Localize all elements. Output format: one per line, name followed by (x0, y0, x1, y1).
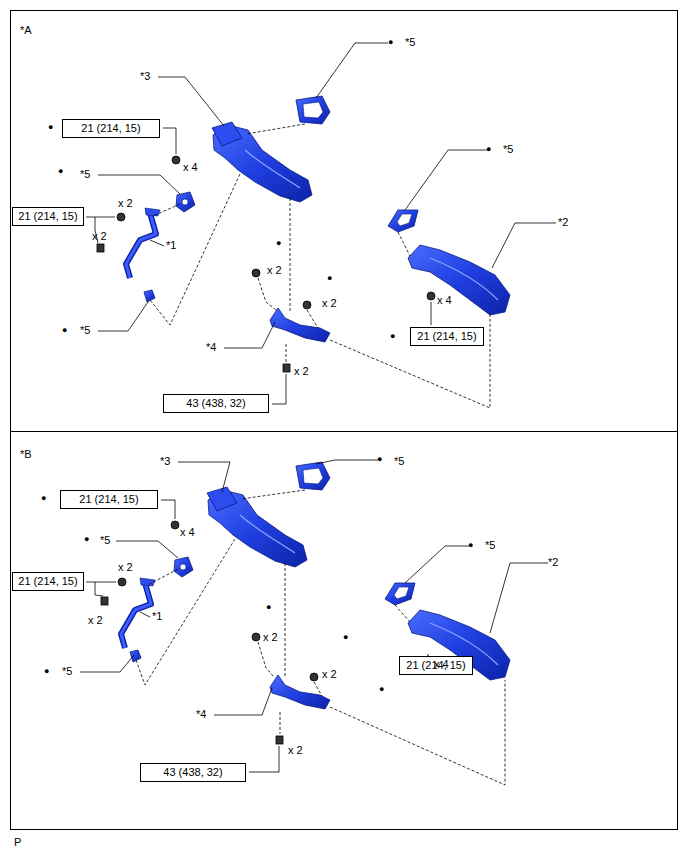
torque-value: 21 (214, 15) (18, 575, 77, 587)
callout-label: x 2 (267, 264, 282, 277)
callout-label: x 2 (263, 631, 278, 644)
torque-spec-box: 21 (214, 15) (410, 327, 484, 346)
callout-label: x 2 (88, 614, 103, 627)
torque-value: 21 (214, 15) (81, 122, 140, 134)
callout-label: *1 (166, 239, 176, 252)
callout-label: *5 (80, 324, 90, 337)
callout-label: *3 (160, 455, 170, 468)
new-part-mark: ● (41, 492, 46, 505)
new-part-mark: ● (388, 36, 393, 49)
callout-label: x 4 (183, 161, 198, 174)
new-part-mark: ● (48, 121, 53, 134)
callout-label: x 2 (294, 365, 309, 378)
callout-label: *5 (80, 168, 90, 181)
torque-value: 21 (214, 15) (79, 493, 138, 505)
callout-label: *5 (62, 665, 72, 678)
callout-label: *4 (206, 341, 216, 354)
torque-value: 21 (214, 15) (18, 210, 77, 222)
new-part-mark: ● (84, 533, 89, 546)
torque-spec-box: 21 (214, 15) (12, 572, 84, 591)
callout-label: *5 (503, 143, 513, 156)
new-part-mark: ● (379, 683, 384, 696)
torque-spec-box: 21 (214, 15) (60, 490, 158, 509)
callout-label: *4 (196, 708, 206, 721)
torque-spec-box: 21 (214, 15) (12, 207, 84, 226)
torque-spec-box: 43 (438, 32) (140, 763, 246, 782)
callout-label: P (14, 836, 21, 849)
torque-spec-box: 21 (214, 15) (62, 119, 160, 138)
new-part-mark: ● (58, 165, 63, 178)
callout-label: x 2 (288, 744, 303, 757)
callout-label: x 4 (434, 658, 449, 671)
new-part-mark: ● (377, 453, 382, 466)
callout-label: *2 (558, 216, 568, 229)
callout-label: *2 (548, 556, 558, 569)
callout-label: *A (20, 24, 32, 37)
new-part-mark: ● (44, 665, 49, 678)
torque-spec-box: 43 (438, 32) (163, 394, 269, 413)
callout-label: x 2 (322, 297, 337, 310)
torque-value: 43 (438, 32) (186, 397, 245, 409)
callout-label: x 2 (118, 197, 133, 210)
callout-label: x 2 (322, 668, 337, 681)
callout-label: x 2 (118, 561, 133, 574)
new-part-mark: ● (343, 631, 348, 644)
callout-label: x 4 (180, 526, 195, 539)
new-part-mark: ● (486, 143, 491, 156)
new-part-mark: ● (327, 272, 332, 285)
callout-label: *5 (485, 539, 495, 552)
new-part-mark: ● (266, 601, 271, 614)
torque-value: 21 (214, 15) (417, 330, 476, 342)
new-part-mark: ● (390, 330, 395, 343)
torque-value: 43 (438, 32) (163, 766, 222, 778)
callout-label: x 4 (437, 294, 452, 307)
callout-label: *5 (405, 36, 415, 49)
callout-label: *3 (140, 70, 150, 83)
new-part-mark: ● (62, 324, 67, 337)
callout-label: *1 (152, 610, 162, 623)
callout-label: *5 (100, 534, 110, 547)
new-part-mark: ● (468, 539, 473, 552)
callout-label: *5 (394, 455, 404, 468)
new-part-mark: ● (276, 237, 281, 250)
callout-label: *B (20, 448, 32, 461)
callout-label: x 2 (92, 230, 107, 243)
